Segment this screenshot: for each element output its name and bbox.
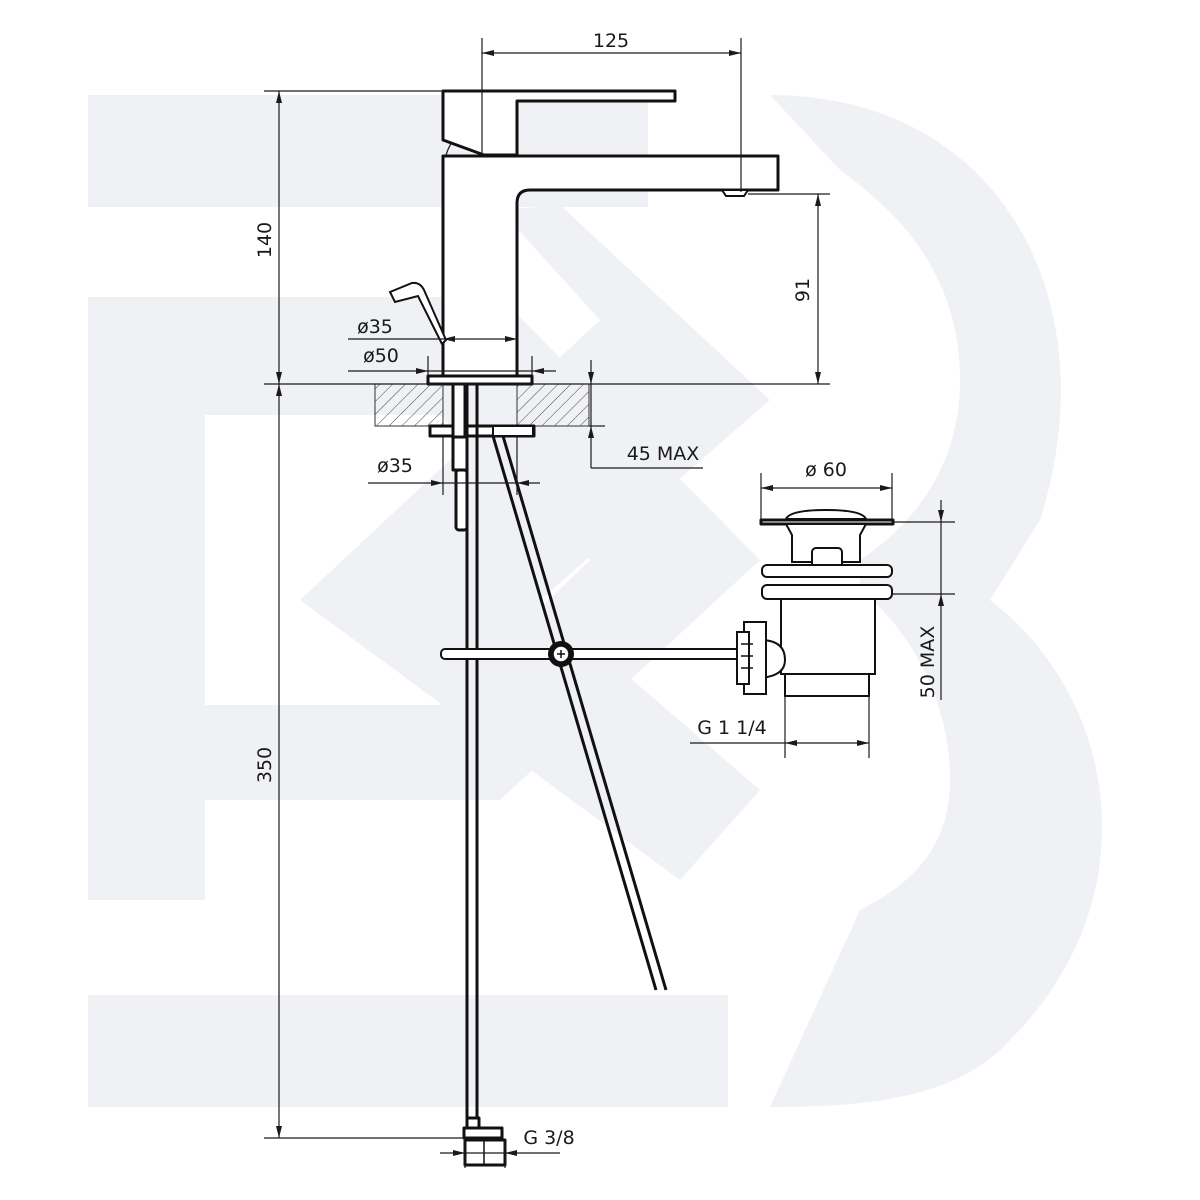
dim-waste-deck-thickness: 50 MAX xyxy=(917,626,939,699)
faucet-body xyxy=(426,89,780,386)
dim-spout-height: 91 xyxy=(792,278,814,302)
dim-shank-diameter: ø35 xyxy=(377,455,413,477)
dim-hose-connection: G 3/8 xyxy=(523,1127,574,1149)
popup-waste xyxy=(736,508,895,697)
dim-body-height: 140 xyxy=(254,222,276,258)
dim-body-diameter: ø35 xyxy=(357,316,393,338)
countertop-section xyxy=(374,383,590,427)
brand-logo-watermark-icon xyxy=(88,95,1103,1107)
dim-base-diameter: ø50 xyxy=(363,345,399,367)
dim-spout-reach: 125 xyxy=(593,30,629,52)
dim-waste-thread: G 1 1/4 xyxy=(697,717,766,739)
dim-hose-length: 350 xyxy=(254,747,276,783)
dimension-lines xyxy=(264,38,955,1168)
dim-waste-flange-diameter: ø 60 xyxy=(805,459,847,481)
dim-deck-thickness: 45 MAX xyxy=(627,443,700,465)
